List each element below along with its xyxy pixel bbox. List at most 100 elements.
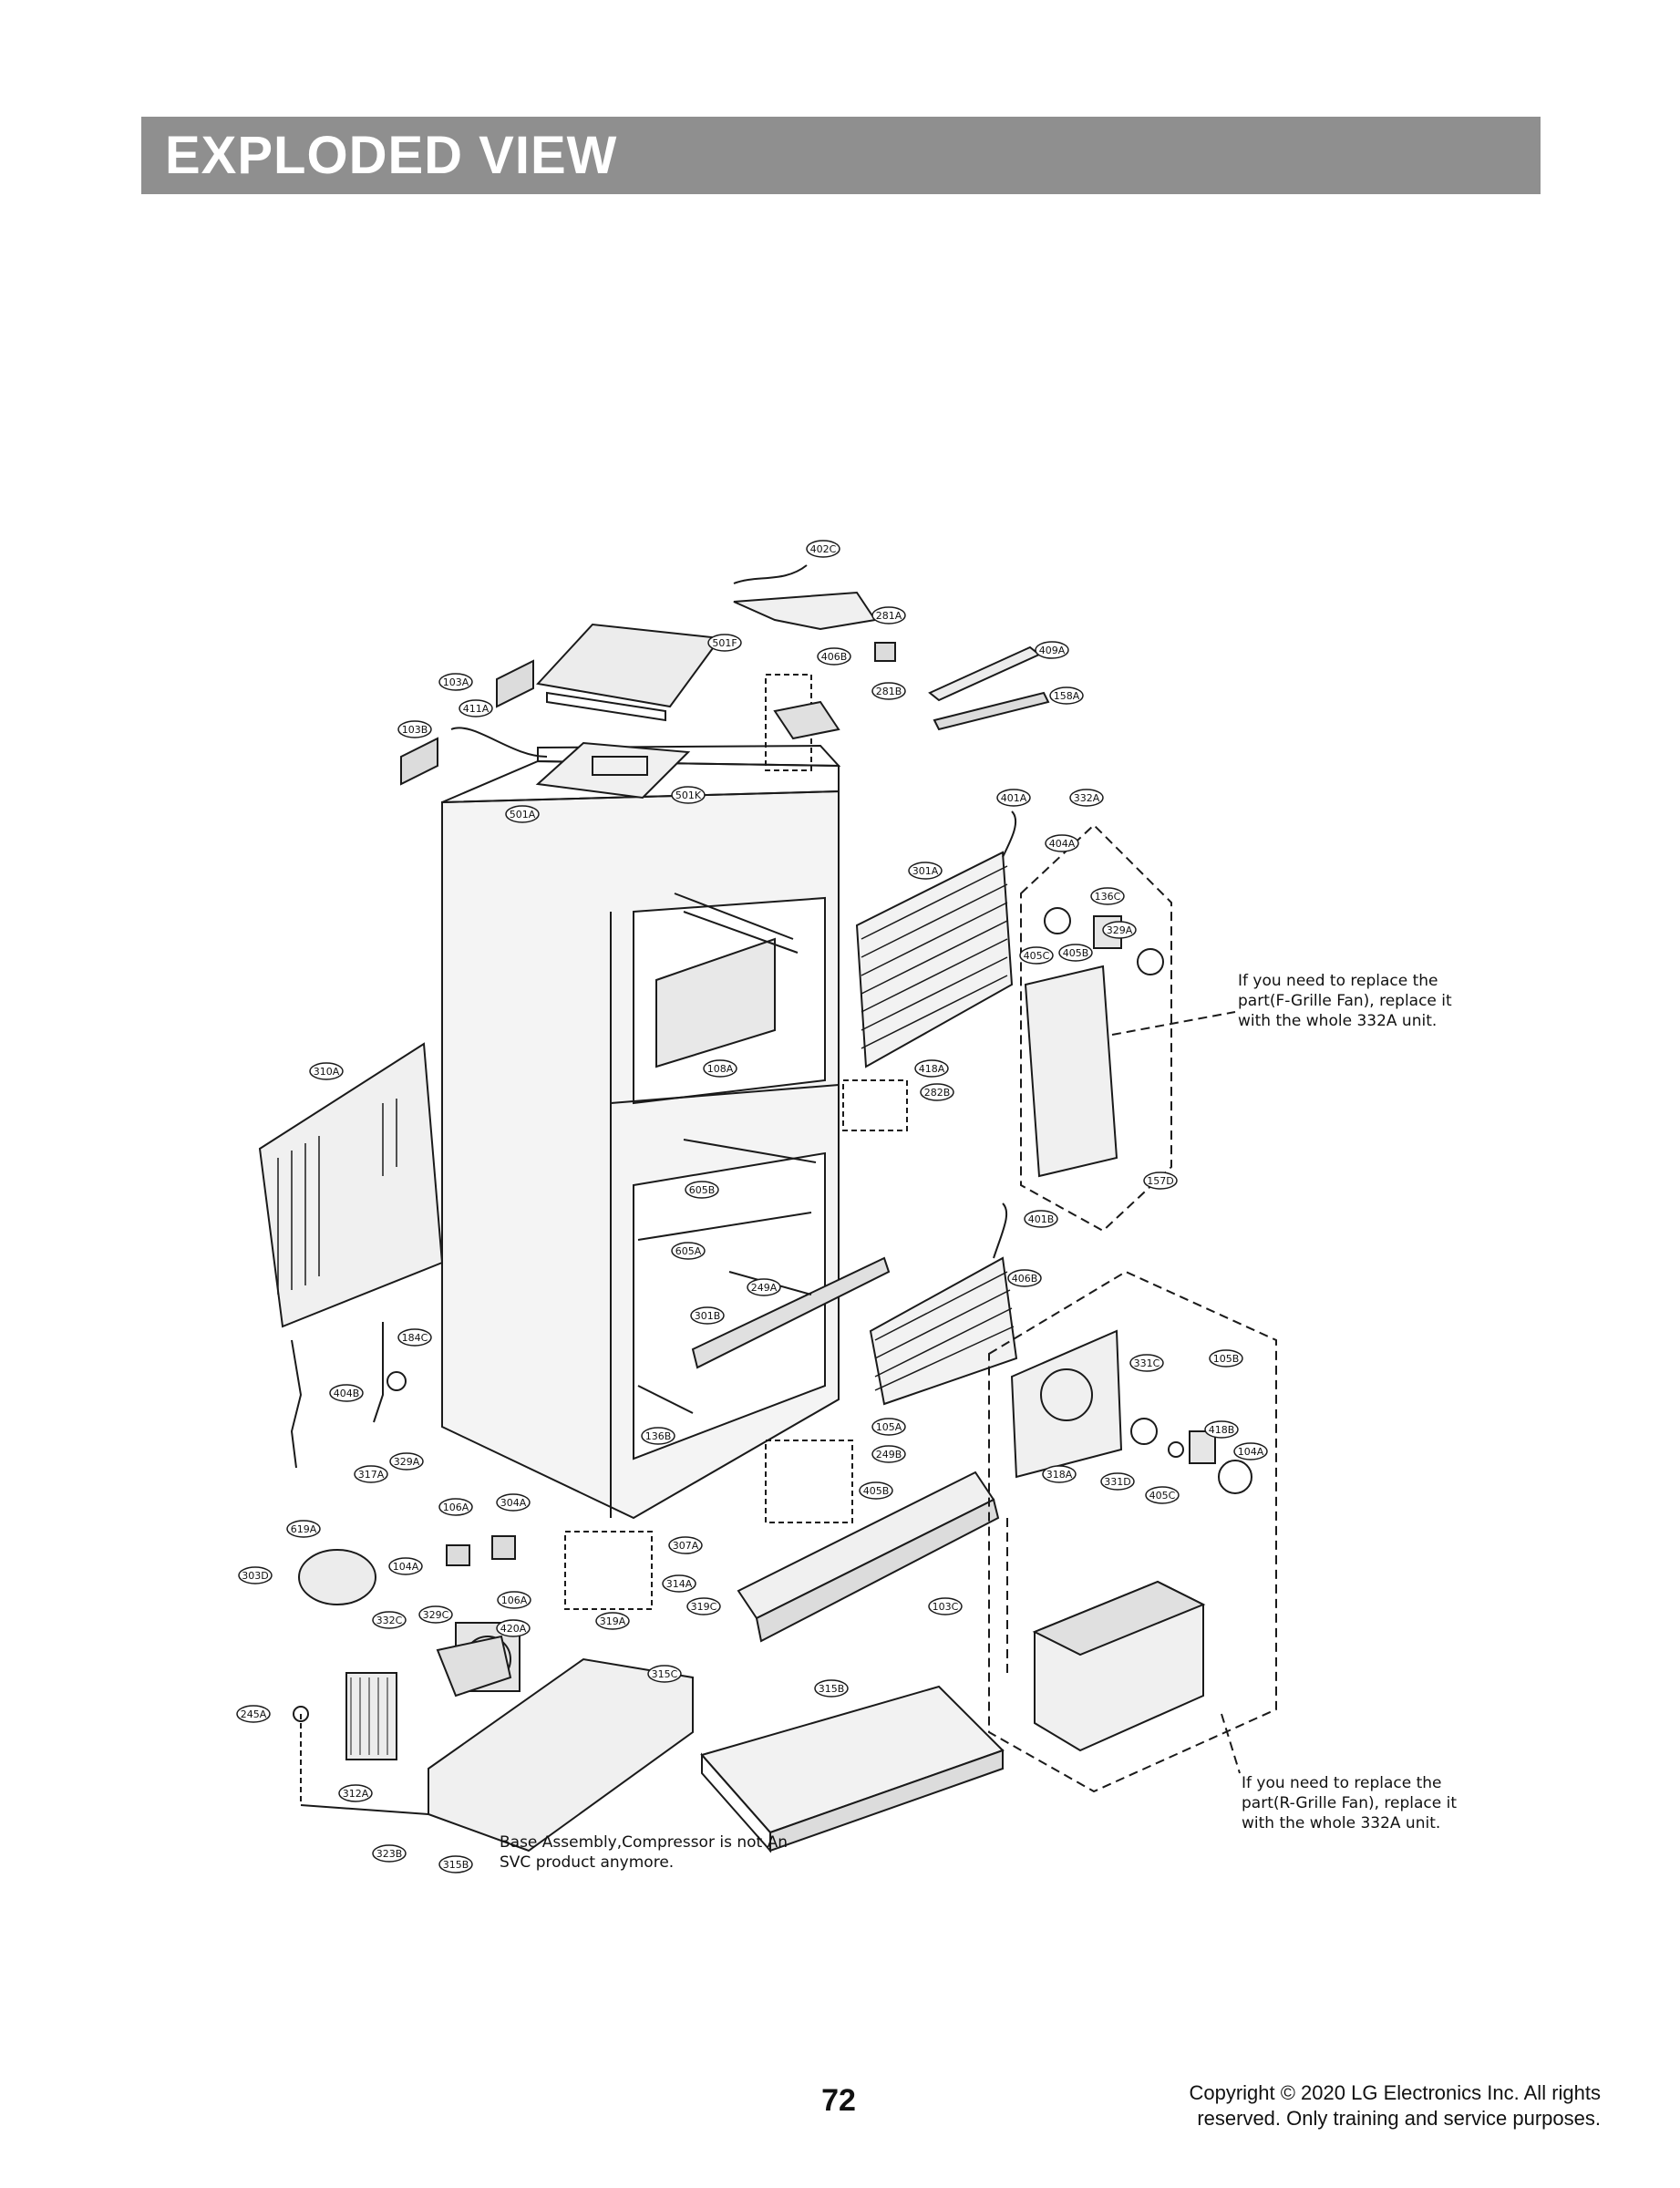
callout-bubble [817,647,851,666]
callout-label: 420A [500,1623,527,1635]
callout-329A: 329A [1102,921,1137,939]
callout-label: 301A [912,865,939,877]
callout-label: 315B [443,1859,469,1871]
callout-404B: 404B [329,1384,364,1402]
callout-bubble [871,682,906,700]
callout-bubble [871,1418,906,1436]
callout-281A: 281A [871,606,906,624]
callout-bubble [496,1493,531,1512]
callout-bubble [389,1452,424,1471]
callout-323B: 323B [372,1844,407,1863]
f-grille-fan-group [1020,823,1236,1233]
callout-281B: 281B [871,682,906,700]
note-f-grille-fan: If you need to replace the part(F-Grille… [1238,972,1452,1030]
callout-bubble [388,1557,423,1575]
callout-label: 405B [863,1485,890,1497]
callout-bubble [685,1181,719,1199]
callout-405B: 405B [859,1481,893,1500]
callout-bubble [438,1855,473,1873]
callout-label: 106A [501,1595,528,1606]
callout-label: 281B [876,686,902,697]
callout-bubble [1024,1210,1058,1228]
callout-bubble [908,862,943,880]
callout-282B: 282B [920,1083,954,1101]
callout-bubble [397,720,432,738]
callout-303D: 303D [238,1566,273,1584]
callout-label: 105A [876,1421,902,1433]
callout-108A: 108A [703,1059,737,1078]
callout-315B: 315B [438,1855,473,1873]
callout-bubble [372,1611,407,1629]
callout-bubble [1035,641,1069,659]
callout-bubble [505,805,540,823]
callout-bubble [1045,834,1079,852]
callout-103C: 103C [928,1597,963,1615]
callout-label: 249A [751,1282,778,1294]
callout-label: 184C [402,1332,428,1344]
callout-bubble [1090,887,1125,905]
callout-label: 136B [645,1430,672,1442]
note-r-grille-fan: If you need to replace the part(R-Grille… [1242,1774,1458,1832]
callout-418B: 418B [1204,1420,1239,1439]
callout-312A: 312A [338,1784,373,1802]
callout-label: 307A [673,1540,699,1552]
callout-label: 405C [1024,950,1050,962]
callout-317A: 317A [354,1465,388,1483]
callout-bubble [497,1591,531,1609]
callout-501K: 501K [671,786,706,804]
callout-label: 418A [919,1063,945,1075]
callout-310A: 310A [309,1062,344,1080]
callout-bubble [747,1278,781,1296]
callout-label: 136C [1095,891,1121,903]
callout-label: 404B [334,1388,360,1399]
callout-136C: 136C [1090,887,1125,905]
callout-103B: 103B [397,720,432,738]
callout-label: 319A [600,1615,626,1627]
compressor-assembly [293,1531,694,1853]
callout-406B: 406B [817,647,851,666]
callout-bubble [1049,686,1084,705]
callout-label: 332C [376,1615,403,1626]
upper-evaporator [842,810,1017,1131]
callout-label: 405C [1149,1490,1176,1502]
callout-label: 157D [1147,1175,1173,1187]
callout-label: 619A [291,1523,317,1535]
callout-bubble [806,540,840,558]
callout-label: 323B [376,1848,403,1860]
r-grille-fan-group [988,1270,1277,1793]
callout-label: 281A [876,610,902,622]
callout-label: 401B [1028,1213,1055,1225]
callout-bubble [338,1784,373,1802]
callout-label: 605A [675,1245,702,1257]
callout-605B: 605B [685,1181,719,1199]
callout-bubble [1069,789,1104,807]
callout-405C: 405C [1145,1486,1180,1504]
callout-249A: 249A [747,1278,781,1296]
callout-bubble [1058,944,1093,962]
lower-evaporator [765,1202,1018,1523]
callout-label: 411A [463,703,490,715]
callout-bubble [496,1619,531,1637]
callout-label: 106A [443,1502,469,1513]
callout-bubble [286,1520,321,1538]
callout-label: 409A [1039,645,1066,656]
callout-401B: 401B [1024,1210,1058,1228]
callout-105A: 105A [871,1418,906,1436]
top-cover-assembly [400,564,1050,800]
callout-329A: 329A [389,1452,424,1471]
callout-307A: 307A [668,1536,703,1554]
callout-bubble [641,1427,675,1445]
callout-bubble [1007,1269,1042,1287]
callout-315B: 315B [814,1679,849,1698]
callout-bubble [707,634,742,652]
callout-bubble [1019,946,1054,965]
callout-bubble [354,1465,388,1483]
copyright-notice: Copyright © 2020 LG Electronics Inc. All… [1189,2081,1601,2130]
callout-332A: 332A [1069,789,1104,807]
callout-label: 501A [510,809,536,820]
callout-105B: 105B [1209,1349,1243,1368]
callout-label: 315C [652,1668,678,1680]
callout-label: 318A [1046,1469,1073,1481]
callout-bubble [1204,1420,1239,1439]
r-grille-fan-parts [1010,1329,1252,1752]
